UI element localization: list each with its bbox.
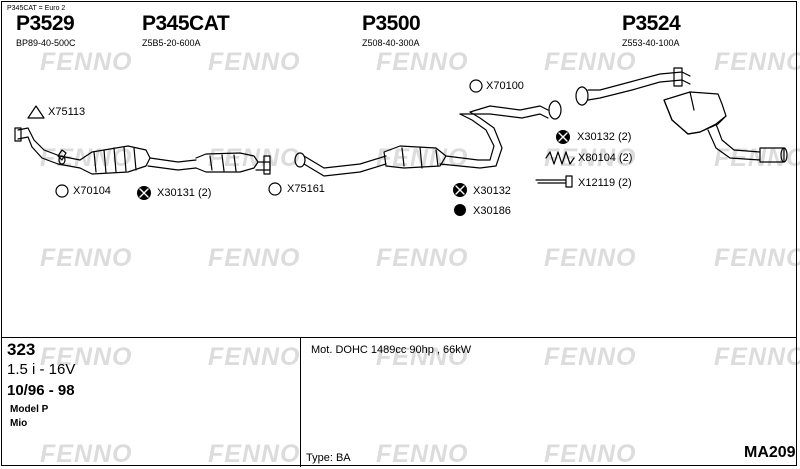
part-number-p345cat[interactable]: P345CAT: [142, 12, 230, 35]
watermark: FENNO: [544, 144, 637, 172]
watermark: FENNO: [376, 244, 469, 272]
gasket-icon: [469, 79, 483, 93]
production-years: 10/96 - 98: [7, 382, 75, 399]
engine-description: Mot. DOHC 1489cc 90hp , 66kW: [311, 344, 472, 356]
part-ref: Z5B5-20-600A: [142, 38, 201, 48]
euro-note: P345CAT = Euro 2: [7, 5, 66, 12]
fitting-label[interactable]: X75113: [48, 106, 86, 118]
divider-vertical: [300, 337, 301, 467]
part-number-p3529[interactable]: P3529: [16, 12, 75, 35]
part-ref: BP89-40-500C: [16, 38, 76, 48]
watermark: FENNO: [40, 343, 133, 371]
vehicle-type: Type: BA: [306, 452, 351, 464]
rubber-mount-icon: [454, 204, 466, 216]
watermark: FENNO: [40, 244, 133, 272]
part-ref: Z508-40-300A: [362, 38, 420, 48]
watermark: FENNO: [714, 343, 800, 371]
watermark: FENNO: [376, 440, 469, 468]
fitting-label[interactable]: X75161: [287, 183, 325, 195]
divider-horizontal: [1, 337, 797, 338]
watermark: FENNO: [208, 343, 301, 371]
watermark: FENNO: [40, 48, 133, 76]
watermark: FENNO: [208, 244, 301, 272]
watermark: FENNO: [208, 48, 301, 76]
gasket-icon: [55, 184, 69, 198]
watermark: FENNO: [208, 440, 301, 468]
diagram-code: MA209: [744, 444, 796, 461]
bolt-icon: [535, 175, 573, 188]
fitting-label[interactable]: X12119 (2): [578, 177, 632, 189]
watermark: FENNO: [544, 343, 637, 371]
fitting-label[interactable]: X70100: [486, 80, 524, 92]
watermark: FENNO: [40, 440, 133, 468]
gasket-icon: [268, 182, 282, 196]
part-number-p3500[interactable]: P3500: [362, 12, 421, 35]
watermark: FENNO: [40, 144, 133, 172]
fitting-label[interactable]: X30132 (2): [577, 131, 632, 143]
model-line: Mio: [10, 418, 28, 429]
model-line: Model P: [10, 404, 49, 415]
watermark: FENNO: [544, 244, 637, 272]
fitting-label[interactable]: X80104 (2): [578, 152, 633, 164]
front-pipe: [14, 127, 81, 169]
fitting-label[interactable]: X30131 (2): [157, 187, 212, 199]
rear-silencer: [575, 67, 788, 163]
part-number-p3524[interactable]: P3524: [622, 12, 681, 35]
watermark: FENNO: [714, 244, 800, 272]
middle-silencer: [294, 100, 562, 177]
watermark: FENNO: [376, 48, 469, 76]
gasket-icon: [27, 105, 45, 119]
exhaust-system-drawing: [14, 67, 788, 216]
vehicle-model: 323: [7, 340, 36, 359]
catalytic-converter: [79, 145, 271, 175]
engine-size: 1.5 i - 16V: [7, 361, 76, 378]
watermark: FENNO: [544, 440, 637, 468]
spring-icon: [545, 151, 575, 165]
fitting-label[interactable]: X30132: [473, 185, 511, 197]
fitting-label[interactable]: X30186: [473, 205, 511, 217]
fitting-label[interactable]: X70104: [73, 185, 111, 197]
watermark: FENNO: [376, 343, 469, 371]
part-ref: Z553-40-100A: [622, 38, 680, 48]
watermark: FENNO: [544, 48, 637, 76]
watermark: FENNO: [714, 48, 800, 76]
